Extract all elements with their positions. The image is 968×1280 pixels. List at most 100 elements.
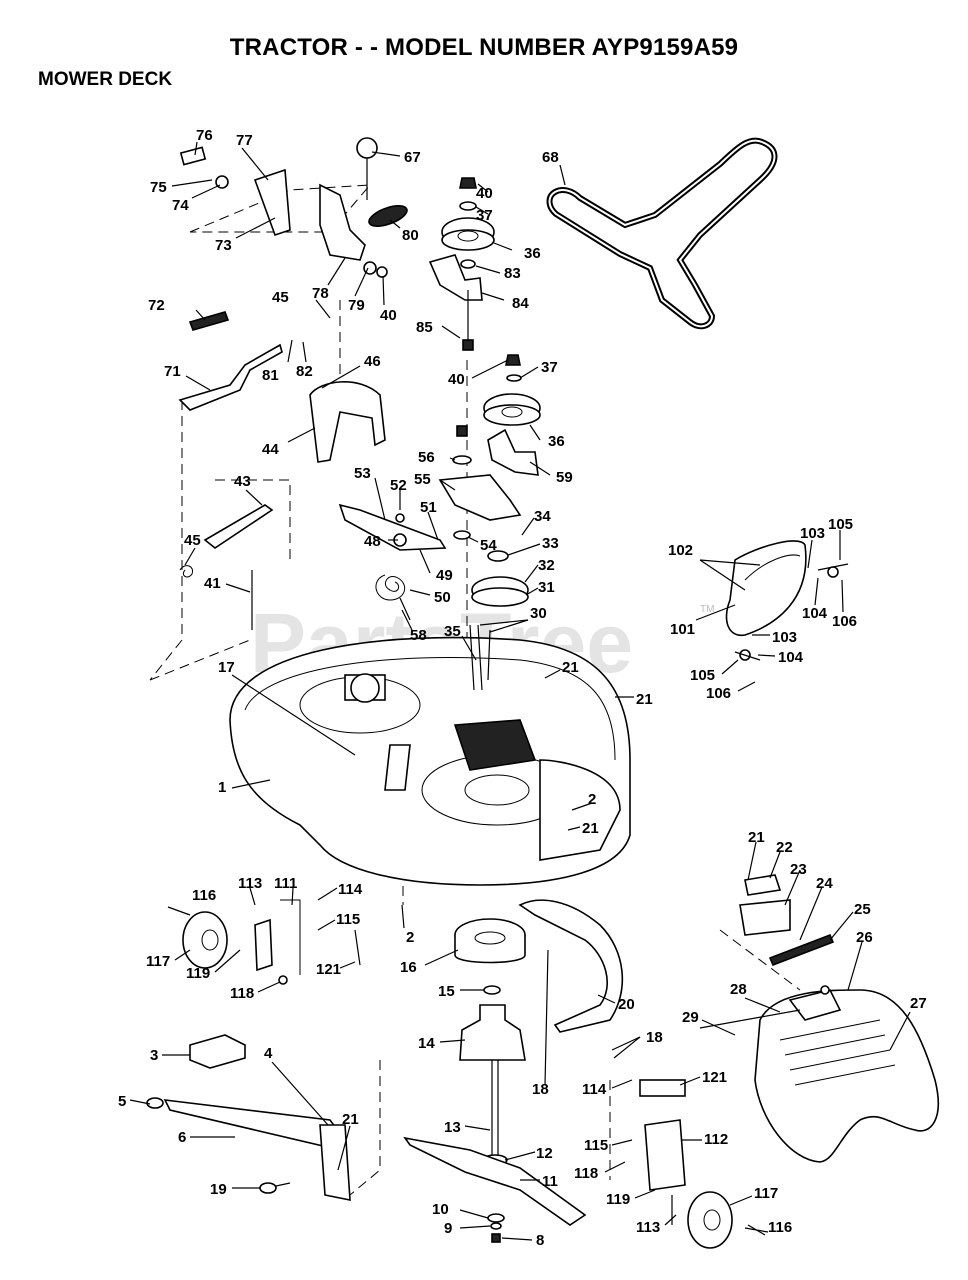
callout-labels: 76 77 67 75 74 80 73 78 79 40 72 45 81 8… xyxy=(118,127,927,1249)
callout-74: 74 xyxy=(172,197,189,214)
callout-48: 48 xyxy=(364,533,381,550)
callout-8: 8 xyxy=(536,1232,544,1249)
callout-54: 54 xyxy=(480,537,497,554)
callout-72: 72 xyxy=(148,297,165,314)
callout-2: 2 xyxy=(588,791,596,808)
callout-121: 121 xyxy=(702,1069,727,1086)
diagram-subtitle: MOWER DECK xyxy=(38,69,173,90)
callout-119: 119 xyxy=(186,965,210,982)
callout-22: 22 xyxy=(776,839,793,856)
callout-78: 78 xyxy=(312,285,329,302)
front-hitch xyxy=(146,1034,351,1201)
callout-43: 43 xyxy=(234,473,251,490)
callout-1: 1 xyxy=(218,779,226,796)
callout-115: 115 xyxy=(336,911,360,928)
callout-73: 73 xyxy=(215,237,232,254)
callout-45: 45 xyxy=(184,532,201,549)
callout-71: 71 xyxy=(164,363,181,380)
spindle-blade-assembly xyxy=(403,1004,587,1243)
callout-45: 45 xyxy=(272,289,289,306)
callout-113: 113 xyxy=(238,875,262,892)
callout-36: 36 xyxy=(524,245,541,262)
callout-35: 35 xyxy=(444,623,461,640)
callout-12: 12 xyxy=(536,1145,553,1162)
callout-37: 37 xyxy=(476,207,493,224)
callout-2: 2 xyxy=(406,929,414,946)
callout-10: 10 xyxy=(432,1201,449,1218)
callout-79: 79 xyxy=(348,297,365,314)
callout-117: 117 xyxy=(754,1185,778,1202)
callout-41: 41 xyxy=(204,575,221,592)
callout-84: 84 xyxy=(512,295,529,312)
callout-76: 76 xyxy=(196,127,213,144)
callout-83: 83 xyxy=(504,265,521,282)
callout-82: 82 xyxy=(296,363,313,380)
callout-34: 34 xyxy=(534,508,551,525)
callout-77: 77 xyxy=(236,132,253,149)
callout-114: 114 xyxy=(338,881,363,898)
callout-21: 21 xyxy=(636,691,653,708)
callout-103: 103 xyxy=(772,629,797,646)
callout-67: 67 xyxy=(404,149,421,166)
callout-29: 29 xyxy=(682,1009,699,1026)
callout-31: 31 xyxy=(538,579,555,596)
callout-33: 33 xyxy=(542,535,559,552)
callout-85: 85 xyxy=(416,319,433,336)
trademark-mark: TM xyxy=(700,604,714,615)
leader-lines xyxy=(129,141,911,1241)
callout-17: 17 xyxy=(218,659,235,676)
callout-58: 58 xyxy=(410,627,427,644)
callout-81: 81 xyxy=(262,367,279,384)
lift-linkage-left xyxy=(178,311,386,630)
diagram-title: TRACTOR - - MODEL NUMBER AYP9159A59 xyxy=(229,34,739,61)
callout-121: 121 xyxy=(316,961,341,978)
callout-68: 68 xyxy=(542,149,559,166)
drive-belt xyxy=(546,137,778,330)
callout-16: 16 xyxy=(400,959,417,976)
callout-101: 101 xyxy=(670,621,695,638)
callout-115: 115 xyxy=(584,1137,608,1154)
callout-40: 40 xyxy=(448,371,465,388)
callout-27: 27 xyxy=(910,995,927,1012)
callout-104: 104 xyxy=(778,649,804,666)
rear-deflector-assembly xyxy=(699,874,940,1163)
callout-114: 114 xyxy=(582,1081,607,1098)
discharge-chute xyxy=(725,540,849,661)
belt-guard xyxy=(454,899,624,1033)
callout-116: 116 xyxy=(192,887,216,904)
callout-118: 118 xyxy=(574,1165,598,1182)
upper-pulley-stack xyxy=(428,177,495,351)
callout-52: 52 xyxy=(390,477,407,494)
callout-119: 119 xyxy=(606,1191,630,1208)
callout-30: 30 xyxy=(530,605,547,622)
gauge-wheel-left xyxy=(167,899,361,985)
callout-51: 51 xyxy=(420,499,437,516)
callout-105: 105 xyxy=(828,516,853,533)
callout-20: 20 xyxy=(618,996,635,1013)
callout-40: 40 xyxy=(380,307,397,324)
callout-50: 50 xyxy=(434,589,451,606)
callout-24: 24 xyxy=(816,875,833,892)
callout-18: 18 xyxy=(646,1029,663,1046)
callout-11: 11 xyxy=(542,1173,558,1190)
mower-deck xyxy=(229,636,631,886)
callout-80: 80 xyxy=(402,227,419,244)
callout-18: 18 xyxy=(532,1081,549,1098)
callout-105: 105 xyxy=(690,667,715,684)
callout-106: 106 xyxy=(706,685,731,702)
callout-3: 3 xyxy=(150,1047,158,1064)
callout-106: 106 xyxy=(832,613,857,630)
callout-36: 36 xyxy=(548,433,565,450)
callout-21: 21 xyxy=(582,820,599,837)
callout-21: 21 xyxy=(342,1111,359,1128)
callout-111: 111 xyxy=(274,875,297,892)
lower-pulley-stack xyxy=(438,354,541,691)
callout-6: 6 xyxy=(178,1129,186,1146)
callout-59: 59 xyxy=(556,469,573,486)
callout-49: 49 xyxy=(436,567,453,584)
callout-26: 26 xyxy=(856,929,873,946)
callout-4: 4 xyxy=(264,1045,273,1062)
callout-116: 116 xyxy=(768,1219,792,1236)
callout-104: 104 xyxy=(802,605,828,622)
